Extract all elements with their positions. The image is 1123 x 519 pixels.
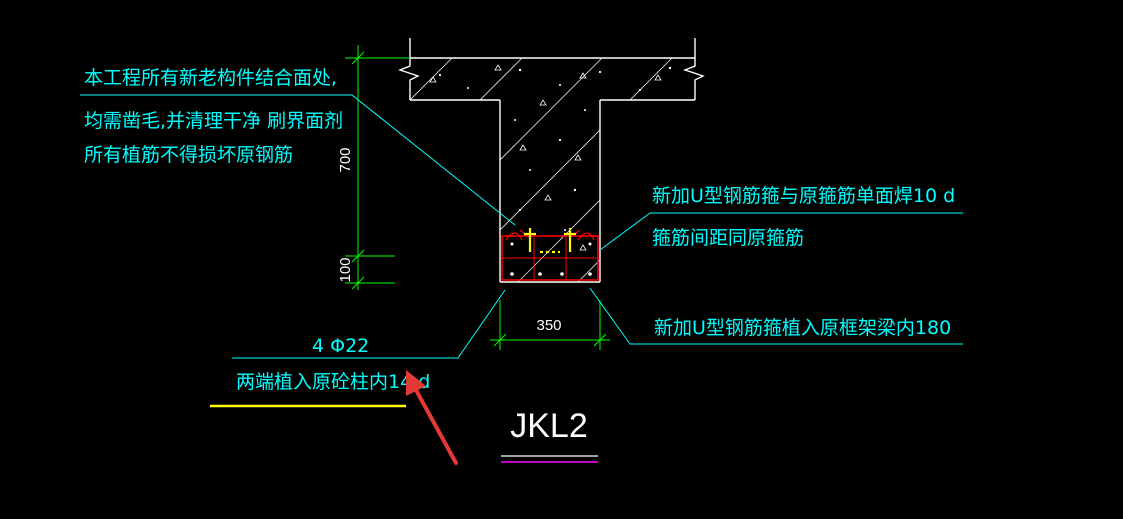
beam-outline — [409, 38, 696, 283]
dimension-height-lower: 100 — [337, 257, 354, 282]
note-bottom-line1: 4 Φ22 — [312, 335, 369, 357]
note-left-line1: 本工程所有新老构件结合面处, — [84, 67, 337, 89]
note-right-2: 新加U型钢筋箍植入原框架梁内180 — [654, 317, 951, 339]
new-u-stirrup-zone — [501, 229, 599, 281]
horizontal-dimension — [490, 300, 610, 350]
note-left-line2: 均需凿毛,并清理干净 刷界面剂 — [84, 110, 343, 132]
dimension-height-upper: 700 — [337, 147, 354, 172]
note-left-line3: 所有植筋不得损坏原钢筋 — [84, 144, 293, 166]
weld-marks — [524, 228, 576, 254]
note-right-1-line1: 新加U型钢筋箍与原箍筋单面焊10 d — [652, 185, 955, 207]
note-right-1-line2: 箍筋间距同原箍筋 — [652, 227, 804, 249]
section-title: JKL2 — [510, 407, 588, 445]
leader-lines — [80, 94, 963, 359]
note-bottom-line2: 两端植入原砼柱内14 d — [236, 371, 430, 393]
slab-break-lines — [397, 58, 705, 100]
dimension-width: 350 — [536, 317, 561, 334]
vertical-dimension — [345, 45, 410, 290]
red-arrow-icon — [406, 370, 458, 465]
